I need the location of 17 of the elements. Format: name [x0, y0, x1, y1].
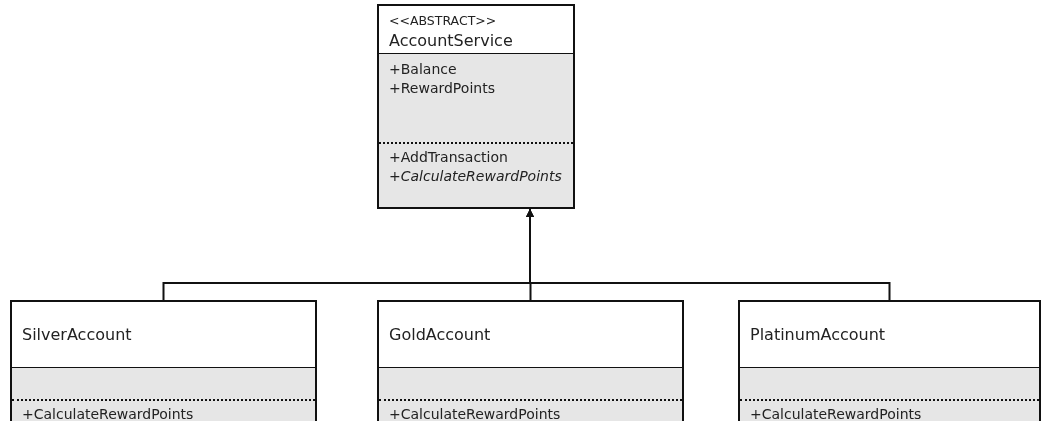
class-box	[10, 300, 317, 421]
method-label: +CalculateRewardPoints	[750, 405, 923, 421]
class-name: PlatinumAccount	[750, 323, 886, 346]
attribute-label: +RewardPoints	[389, 79, 496, 98]
inheritance-arrow	[526, 208, 891, 301]
class-name: AccountService	[389, 30, 514, 52]
class-name: SilverAccount	[22, 323, 132, 346]
method-label: +AddTransaction	[389, 148, 509, 167]
method-label: +CalculateRewardPoints	[389, 167, 563, 186]
class-box	[377, 300, 684, 421]
class-box	[738, 300, 1041, 421]
method-label: +CalculateRewardPoints	[389, 405, 562, 421]
class-box	[377, 4, 575, 209]
method-label: +CalculateRewardPoints	[22, 405, 195, 421]
class-name: GoldAccount	[389, 323, 491, 346]
attribute-label: +Balance	[389, 60, 458, 79]
stereotype-label: <<ABSTRACT>>	[389, 12, 498, 30]
